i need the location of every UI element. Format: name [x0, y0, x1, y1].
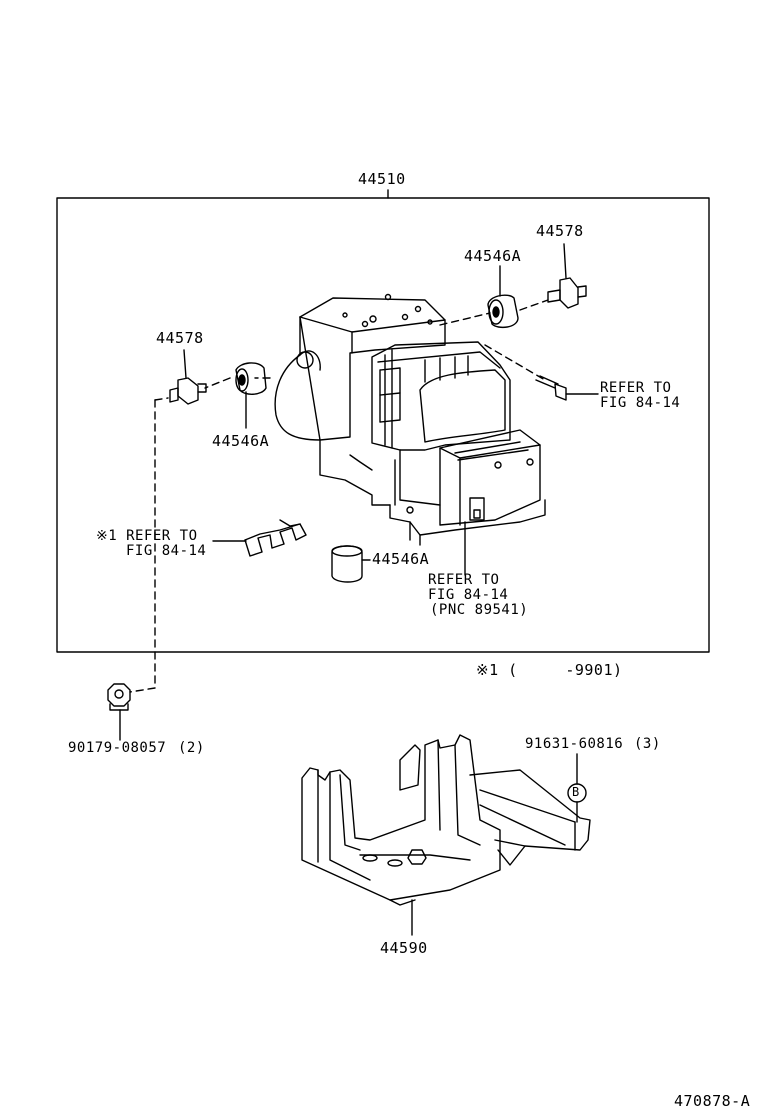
- label-nut: 90179-08057: [68, 740, 167, 756]
- label-cushion-top: 44546A: [464, 247, 522, 265]
- label-bolt-b: 91631-60816: [525, 736, 624, 752]
- label-bolt-b-qty: (3): [634, 736, 661, 752]
- nut-part: [107, 683, 131, 741]
- bracket-part: [301, 734, 591, 936]
- label-refer-left-1: ※1 REFER TO: [96, 528, 198, 544]
- figure-id: 470878-A: [674, 1092, 751, 1110]
- cushion-left-part: [235, 362, 267, 429]
- label-refer-bottom-1: REFER TO: [428, 572, 500, 588]
- label-bolt-left: 44578: [156, 329, 204, 347]
- assembly-frame: [56, 197, 710, 653]
- label-refer-left-2: FIG 84-14: [126, 543, 207, 559]
- label-cushion-left: 44546A: [212, 432, 270, 450]
- label-cushion-bottom: 44546A: [372, 550, 430, 568]
- harness-part: [212, 519, 307, 557]
- label-44510: 44510: [358, 170, 406, 188]
- label-note-1: ※1 ( -9901): [476, 661, 623, 679]
- label-44590: 44590: [380, 939, 428, 957]
- label-refer-bottom-2: FIG 84-14: [428, 587, 509, 603]
- label-refer-right-2: FIG 84-14: [600, 395, 681, 411]
- bolt-b-part: [567, 753, 587, 823]
- actuator-assembly: [274, 293, 546, 546]
- bolt-top-right-part: [547, 243, 587, 309]
- cushion-top-part: [487, 265, 519, 329]
- label-refer-bottom-3: (PNC 89541): [430, 602, 529, 618]
- bolt-left-part: [169, 349, 207, 405]
- guide-lines: [129, 299, 549, 693]
- label-circle-b: B: [572, 785, 580, 799]
- label-refer-right-1: REFER TO: [600, 380, 672, 396]
- cushion-bottom-part: [331, 545, 371, 583]
- side-bolt-part: [535, 375, 599, 401]
- label-bolt-top-right: 44578: [536, 222, 584, 240]
- label-nut-qty: (2): [178, 740, 205, 756]
